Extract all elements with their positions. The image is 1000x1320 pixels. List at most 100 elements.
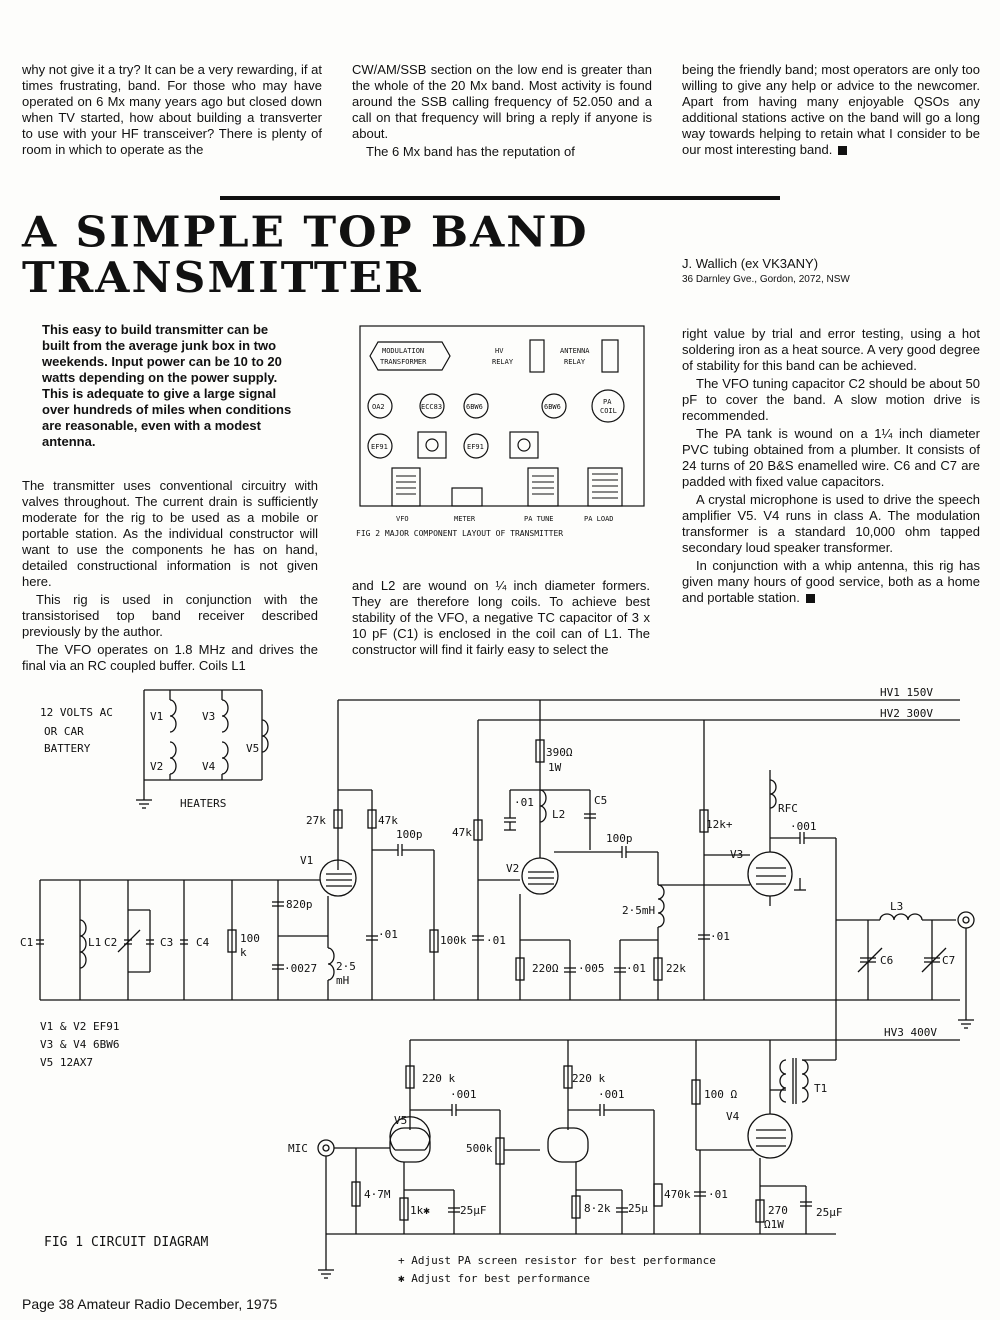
pa-coil-shape [591, 389, 625, 423]
end-mark-2 [805, 594, 815, 604]
c-01-f-label: ·01 [708, 1188, 728, 1201]
article-right-column: right value by trial and error testing, … [682, 326, 980, 608]
v3-tube [747, 851, 793, 897]
c6-label: C6 [880, 954, 893, 967]
mod-transformer-label-2: TRANSFORMER [380, 358, 427, 366]
chassis-outline [359, 325, 645, 507]
v5-label: V5 [394, 1114, 407, 1127]
heater-v1-label: V1 [150, 710, 163, 723]
v2-tube [521, 857, 559, 895]
article-middle-column: and L2 are wound on ¼ inch diameter form… [352, 578, 650, 660]
ef91-label-a: EF91 [371, 443, 388, 451]
r-82k-label: 8·2k [584, 1202, 611, 1215]
oa2-socket [367, 393, 393, 419]
fig1-circuit-diagram: 12 VOLTS AC OR CAR BATTERY HEATERS V1 V2… [20, 686, 975, 1285]
heaters-label: HEATERS [180, 797, 226, 810]
r-390-label: 390Ω [546, 746, 573, 759]
article-intro: This easy to build transmitter can be bu… [42, 322, 292, 449]
mic-connector [317, 1139, 335, 1157]
top-col1-text: why not give it a try? It can be a very … [22, 62, 322, 157]
hv2-label: HV2 300V [880, 707, 933, 720]
pot-500k-label: 500k [466, 1142, 493, 1155]
fig2-layout-diagram: MODULATION TRANSFORMER HV RELAY ANTENNA … [356, 325, 645, 538]
article-title: A SIMPLE TOP BAND TRANSMITTER [22, 210, 589, 301]
heater-v3-label: V3 [202, 710, 215, 723]
v4-tube [747, 1113, 793, 1159]
r-220k-b-label: 220 k [572, 1072, 605, 1085]
c-25uf-a-label: 25μF [460, 1204, 487, 1217]
6bw6-label-b: 6BW6 [544, 403, 561, 411]
heater-v4-label: V4 [202, 760, 216, 773]
valve-list-3: V5 12AX7 [40, 1056, 93, 1069]
c-01-d-label: ·01 [626, 962, 646, 975]
left-p2: This rig is used in conjunction with the… [22, 592, 318, 639]
r-220-label: 220Ω [532, 962, 559, 975]
c-005-label: ·005 [578, 962, 605, 975]
right-p5: In conjunction with a whip antenna, this… [682, 558, 980, 606]
r-100-label: 100 Ω [704, 1088, 737, 1101]
l-25mh-label: 2·5mH [622, 904, 655, 917]
ef91-socket-b [463, 433, 489, 459]
r-22k-label: 22k [666, 962, 686, 975]
top-col3-span: being the friendly band; most operators … [682, 62, 980, 157]
left-p1: The transmitter uses conventional circui… [22, 478, 318, 589]
fig1-note-2: ✱ Adjust for best performance [398, 1272, 590, 1285]
r-47k-a-label: 47k [378, 814, 398, 827]
l-25mh-a-label: 2·5 [336, 960, 356, 973]
pa-coil-label-2: COIL [600, 407, 617, 415]
pa-load-label: PA LOAD [584, 515, 614, 523]
mid-p1: and L2 are wound on ¼ inch diameter form… [352, 578, 650, 657]
hv1-label: HV1 150V [880, 686, 933, 699]
supply-label-2: OR CAR [44, 725, 84, 738]
vfo-capacitor-shape [391, 467, 421, 507]
v6-tube [547, 1127, 589, 1163]
c-001-b-label: ·001 [450, 1088, 477, 1101]
rfc-label: RFC [778, 802, 798, 815]
r-12k-label: 12k+ [706, 818, 733, 831]
vfo-label: VFO [396, 515, 409, 523]
fig1-note-1: + Adjust PA screen resistor for best per… [398, 1254, 716, 1267]
title-line-1: A SIMPLE TOP BAND [22, 208, 589, 257]
c-25u-label: 25μ [628, 1202, 648, 1215]
c4-label: C4 [196, 936, 210, 949]
fig2-caption: FIG 2 MAJOR COMPONENT LAYOUT OF TRANSMIT… [356, 529, 563, 538]
meter-shape [451, 487, 483, 507]
c5-label: C5 [594, 794, 607, 807]
r-27k-label: 27k [306, 814, 326, 827]
v1-tube [319, 859, 357, 897]
r-100k-b-label: k [240, 946, 247, 959]
top-col3-text: being the friendly band; most operators … [682, 62, 980, 158]
mic-label: MIC [288, 1142, 308, 1155]
top-col2-text-b: The 6 Mx band has the reputation of [366, 144, 575, 159]
r-47m-label: 4·7M [364, 1188, 391, 1201]
6bw6-label-a: 6BW6 [466, 403, 483, 411]
top-column-3: being the friendly band; most operators … [682, 62, 980, 160]
top-column-2: CW/AM/SSB section on the low end is grea… [352, 62, 652, 162]
top-col2-text-a: CW/AM/SSB section on the low end is grea… [352, 62, 652, 141]
author-address: 36 Darnley Gve., Gordon, 2072, NSW [682, 274, 850, 285]
v1-label: V1 [300, 854, 313, 867]
v4-label: V4 [726, 1110, 740, 1123]
l2-label: L2 [552, 808, 565, 821]
top-column-1: why not give it a try? It can be a very … [22, 62, 322, 160]
pa-load-shape [587, 467, 623, 507]
ant-relay-label-2: RELAY [564, 358, 586, 366]
c-01-b-label: ·01 [378, 928, 398, 941]
antenna-connector [957, 911, 975, 929]
c1-label: C1 [20, 936, 33, 949]
hv-relay-shape [529, 339, 545, 373]
ef91-socket-a [367, 433, 393, 459]
right-p5-text: In conjunction with a whip antenna, this… [682, 558, 980, 605]
r-270-label: 270 [768, 1204, 788, 1217]
l3-label: L3 [890, 900, 903, 913]
v2-label: V2 [506, 862, 519, 875]
pa-tune-label: PA TUNE [524, 515, 554, 523]
heater-v5-label: V5 [246, 742, 259, 755]
valve-list-1: V1 & V2 EF91 [40, 1020, 119, 1033]
left-p3: The VFO operates on 1.8 MHz and drives t… [22, 642, 318, 673]
c-01-label: ·01 [514, 796, 534, 809]
right-p3: The PA tank is wound on a 1¼ inch diamet… [682, 426, 980, 489]
r-100k-label: 100k [440, 934, 467, 947]
l1-label: L1 [88, 936, 101, 949]
6bw6-socket-b [541, 393, 567, 419]
